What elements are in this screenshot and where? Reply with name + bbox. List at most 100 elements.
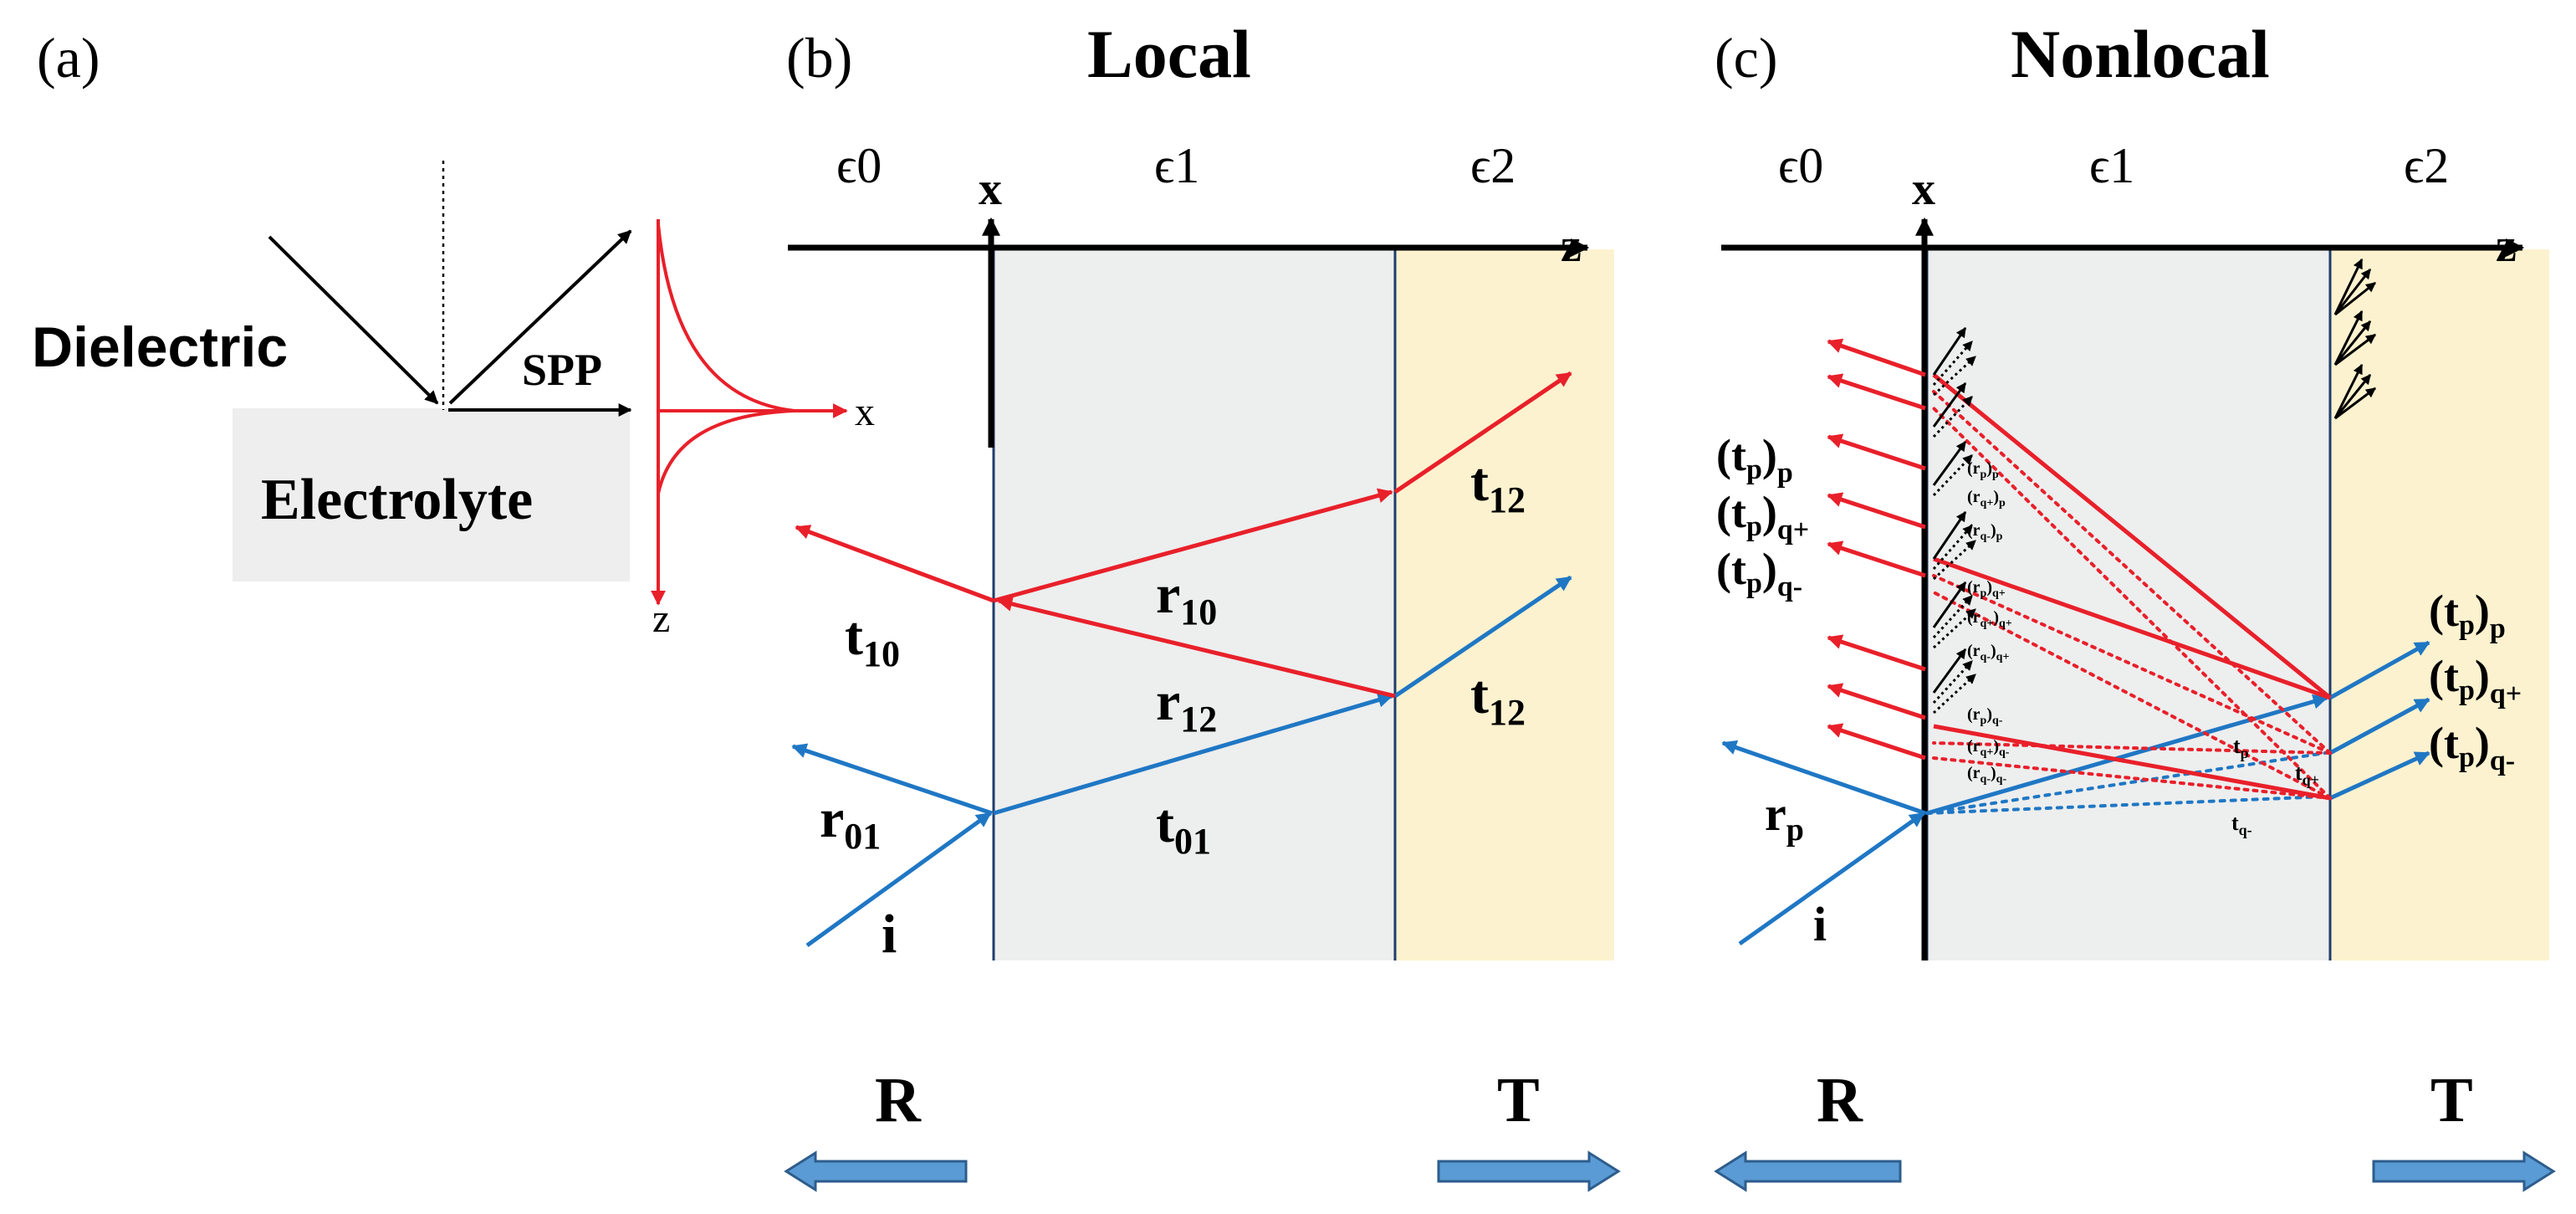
left-label-tp-qplus: (tp)q+ (1716, 487, 1809, 546)
reflection-qminus-p (1932, 407, 2332, 800)
cluster-arrow (1932, 511, 1967, 560)
medium-1-slab (994, 249, 1395, 960)
cluster-arrow (1932, 355, 1977, 397)
label-rqminus-p: (rq-)p (1967, 521, 2003, 543)
transmittance-label: T (2430, 1065, 2473, 1135)
t12-top-base: t (1470, 452, 1489, 513)
panel-c-title: Nonlocal (2011, 16, 2270, 92)
spp-label: SPP (522, 345, 602, 395)
cluster-arrow (1932, 673, 1977, 715)
medium-2-region (1395, 249, 1614, 960)
incident-ray (1738, 811, 1925, 946)
cluster-arrow (1932, 581, 1967, 628)
panel-c: (c) Nonlocal x z ϵ0 ϵ1 ϵ2 (1714, 16, 2556, 1192)
back-ray-2 (1827, 373, 1926, 411)
reflectance-label: R (1817, 1065, 1863, 1135)
transmitted-ray-t12-bottom (1393, 575, 1572, 699)
reflection-p-qplus (1933, 556, 2331, 700)
cluster-arrow (1932, 607, 1977, 649)
reflection-qplus-qplus (1932, 574, 2332, 755)
transmitted-ray-tq-plus (1925, 751, 2327, 815)
cluster-arrow (1932, 341, 1974, 386)
t01-label: t01 (1156, 793, 1211, 862)
dielectric-label: Dielectric (32, 315, 288, 379)
cluster-arrow (1932, 648, 1967, 694)
cluster-arrow (1932, 594, 1974, 639)
cluster-arrow (1932, 327, 1967, 376)
incident-label: i (882, 904, 897, 965)
label-rp-p: (rp)p (1967, 459, 1999, 481)
left-label-tp-p: (tp)p (1716, 430, 1793, 489)
r10-label: r10 (1156, 564, 1217, 633)
reflection-qplus-qminus (1932, 741, 2332, 755)
back-ray-3 (1827, 433, 1926, 471)
reflectance-arrow (784, 1150, 968, 1192)
t12-bottom-label: t12 (1470, 664, 1526, 733)
r12-base: r (1156, 671, 1180, 732)
cluster-arrow (1932, 382, 1967, 428)
transmittance-arrow (2372, 1150, 2556, 1192)
x-axis-label: x (1912, 163, 1935, 215)
electrolyte-label: Electrolyte (261, 468, 533, 532)
transmitted-ray-tp (1926, 694, 2328, 816)
reflectance-arrow (1714, 1150, 1902, 1192)
right-interface-arrow-clusters (2333, 258, 2376, 420)
t12-bottom-sub: 12 (1489, 692, 1526, 733)
field-decay-lower (657, 409, 795, 494)
left-transmission-labels: (tp)p (tp)q+ (tp)q- (1716, 430, 1809, 602)
panel-a-label: (a) (37, 26, 100, 90)
eps0-label: ϵ0 (1778, 138, 1823, 193)
r12-label: r12 (1156, 671, 1217, 740)
t01-sub: 01 (1174, 821, 1211, 862)
exit-ray-p (2328, 640, 2430, 700)
medium-2-region (2330, 249, 2549, 960)
panel-a: (a) Dielectric SPP Electrolyte x z (32, 26, 875, 641)
panel-b-title: Local (1087, 16, 1251, 92)
reflected-ray-rp (1721, 740, 1926, 816)
profile-x-label: x (855, 390, 875, 434)
label-rqminus-qplus: (rq-)q+ (1967, 642, 2009, 663)
cluster-arrow (1932, 525, 1974, 570)
spp-field-profile (651, 219, 848, 606)
cluster-arrow (2333, 363, 2364, 419)
r10-sub: 10 (1180, 592, 1217, 633)
right-label-tp-p: (tp)p (2429, 586, 2506, 644)
medium-1-slab (1927, 249, 2330, 960)
reflection-p-qminus (1933, 724, 2331, 801)
transmitted-ray-t01 (993, 692, 1393, 816)
back-ray-1 (1827, 338, 1926, 377)
t12-bottom-base: t (1470, 664, 1489, 725)
t10-label: t10 (845, 606, 900, 674)
internal-reflection-labels: (rp)p (rq+)p (rq-)p (rp)q+ (rq+)q+ (rq-)… (1967, 459, 2012, 786)
label-rqplus-qminus: (rq+)q- (1967, 737, 2010, 759)
reflection-p-p (1932, 373, 2332, 699)
cluster-arrow (2333, 320, 2372, 366)
field-decay-upper (657, 223, 795, 412)
back-ray-4 (1827, 492, 1926, 530)
label-rp-qminus: (rp)q- (1967, 705, 2003, 727)
reflected-ray-r10 (993, 488, 1393, 603)
electrolyte-region (233, 408, 630, 581)
right-label-tp-qminus: (tp)q- (2429, 718, 2515, 776)
label-rqminus-qminus: (rq-)q- (1967, 764, 2006, 786)
tp-small-label: tp (2233, 734, 2249, 761)
eps1-label: ϵ1 (2089, 138, 2134, 193)
profile-z-label: z (652, 597, 670, 641)
reflected-beam-arrow (448, 229, 632, 405)
label-rp-qplus: (rp)q+ (1967, 578, 2006, 600)
back-ray-5 (1827, 540, 1926, 578)
panel-b-label: (b) (786, 26, 852, 90)
r12-sub: 12 (1180, 699, 1217, 740)
transmitted-ray-t12-top (1393, 371, 1572, 494)
reflectance-label: R (875, 1065, 922, 1135)
exit-ray-q-plus (2328, 697, 2430, 756)
back-ray-6 (1827, 634, 1926, 672)
eps1-label: ϵ1 (1154, 138, 1199, 193)
right-transmission-labels: (tp)p (tp)q+ (tp)q- (2429, 586, 2522, 776)
internal-reflection-fan (1932, 373, 2332, 801)
label-rqplus-p: (rq+)p (1967, 488, 2006, 510)
cluster-arrow (2333, 310, 2364, 366)
left-label-tp-qminus: (tp)q- (1716, 544, 1802, 602)
panel-c-label: (c) (1715, 26, 1777, 90)
